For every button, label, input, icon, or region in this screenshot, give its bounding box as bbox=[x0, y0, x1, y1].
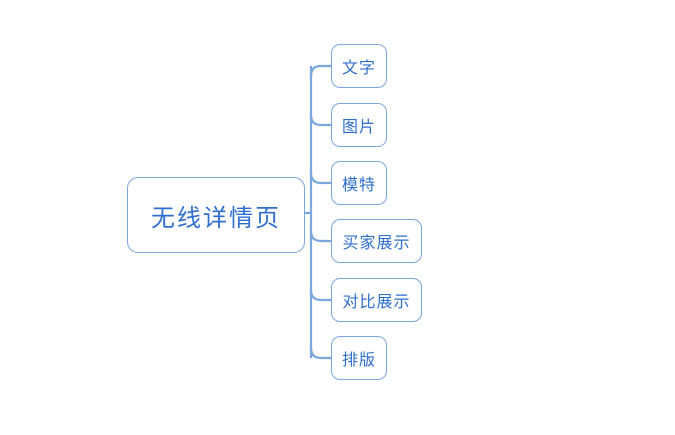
connector-branch-4 bbox=[309, 230, 331, 243]
child-node-1-label: 文字 bbox=[341, 58, 376, 77]
child-node-4[interactable]: 买家展示 bbox=[331, 219, 422, 263]
connector-branch-6 bbox=[309, 347, 331, 360]
connector-branch-5 bbox=[309, 289, 331, 302]
child-node-2[interactable]: 图片 bbox=[331, 103, 387, 147]
child-node-5[interactable]: 对比展示 bbox=[331, 278, 422, 322]
child-node-6-label: 排版 bbox=[341, 350, 376, 369]
connector-branch-3 bbox=[309, 172, 331, 185]
connector-branch-2 bbox=[309, 114, 331, 127]
connector-branch-1 bbox=[309, 64, 331, 77]
child-node-2-label: 图片 bbox=[341, 117, 376, 136]
root-node-label: 无线详情页 bbox=[151, 203, 281, 232]
root-node[interactable]: 无线详情页 bbox=[127, 177, 305, 253]
child-node-5-label: 对比展示 bbox=[342, 292, 411, 311]
child-node-3-label: 模特 bbox=[341, 175, 376, 194]
child-node-6[interactable]: 排版 bbox=[331, 336, 387, 380]
child-node-4-label: 买家展示 bbox=[342, 233, 411, 252]
child-node-3[interactable]: 模特 bbox=[331, 161, 387, 205]
child-node-1[interactable]: 文字 bbox=[331, 44, 387, 88]
